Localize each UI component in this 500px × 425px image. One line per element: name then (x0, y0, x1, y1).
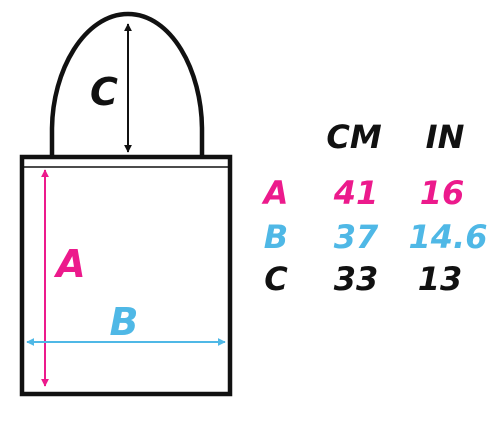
row-c-label: C (264, 260, 288, 298)
dimension-c-label: C (90, 70, 118, 114)
dimension-a-label: A (53, 242, 85, 286)
row-c-in: 13 (418, 260, 463, 298)
row-a-in: 16 (420, 174, 465, 212)
row-b-in: 14.6 (409, 218, 488, 256)
bag-body-outline (19, 154, 233, 397)
row-c-cm: 33 (334, 260, 379, 298)
row-b-cm: 37 (334, 218, 379, 256)
row-b-label: B (264, 218, 288, 256)
size-table: CM IN A 41 16 B 37 14.6 C 33 13 (261, 118, 488, 298)
bag-handle-outline (49, 11, 205, 157)
row-a-label: A (261, 174, 289, 212)
column-header-cm: CM (326, 118, 381, 156)
column-header-in: IN (426, 118, 465, 156)
dimension-b-label: B (110, 300, 139, 344)
row-a-cm: 41 (333, 174, 379, 212)
